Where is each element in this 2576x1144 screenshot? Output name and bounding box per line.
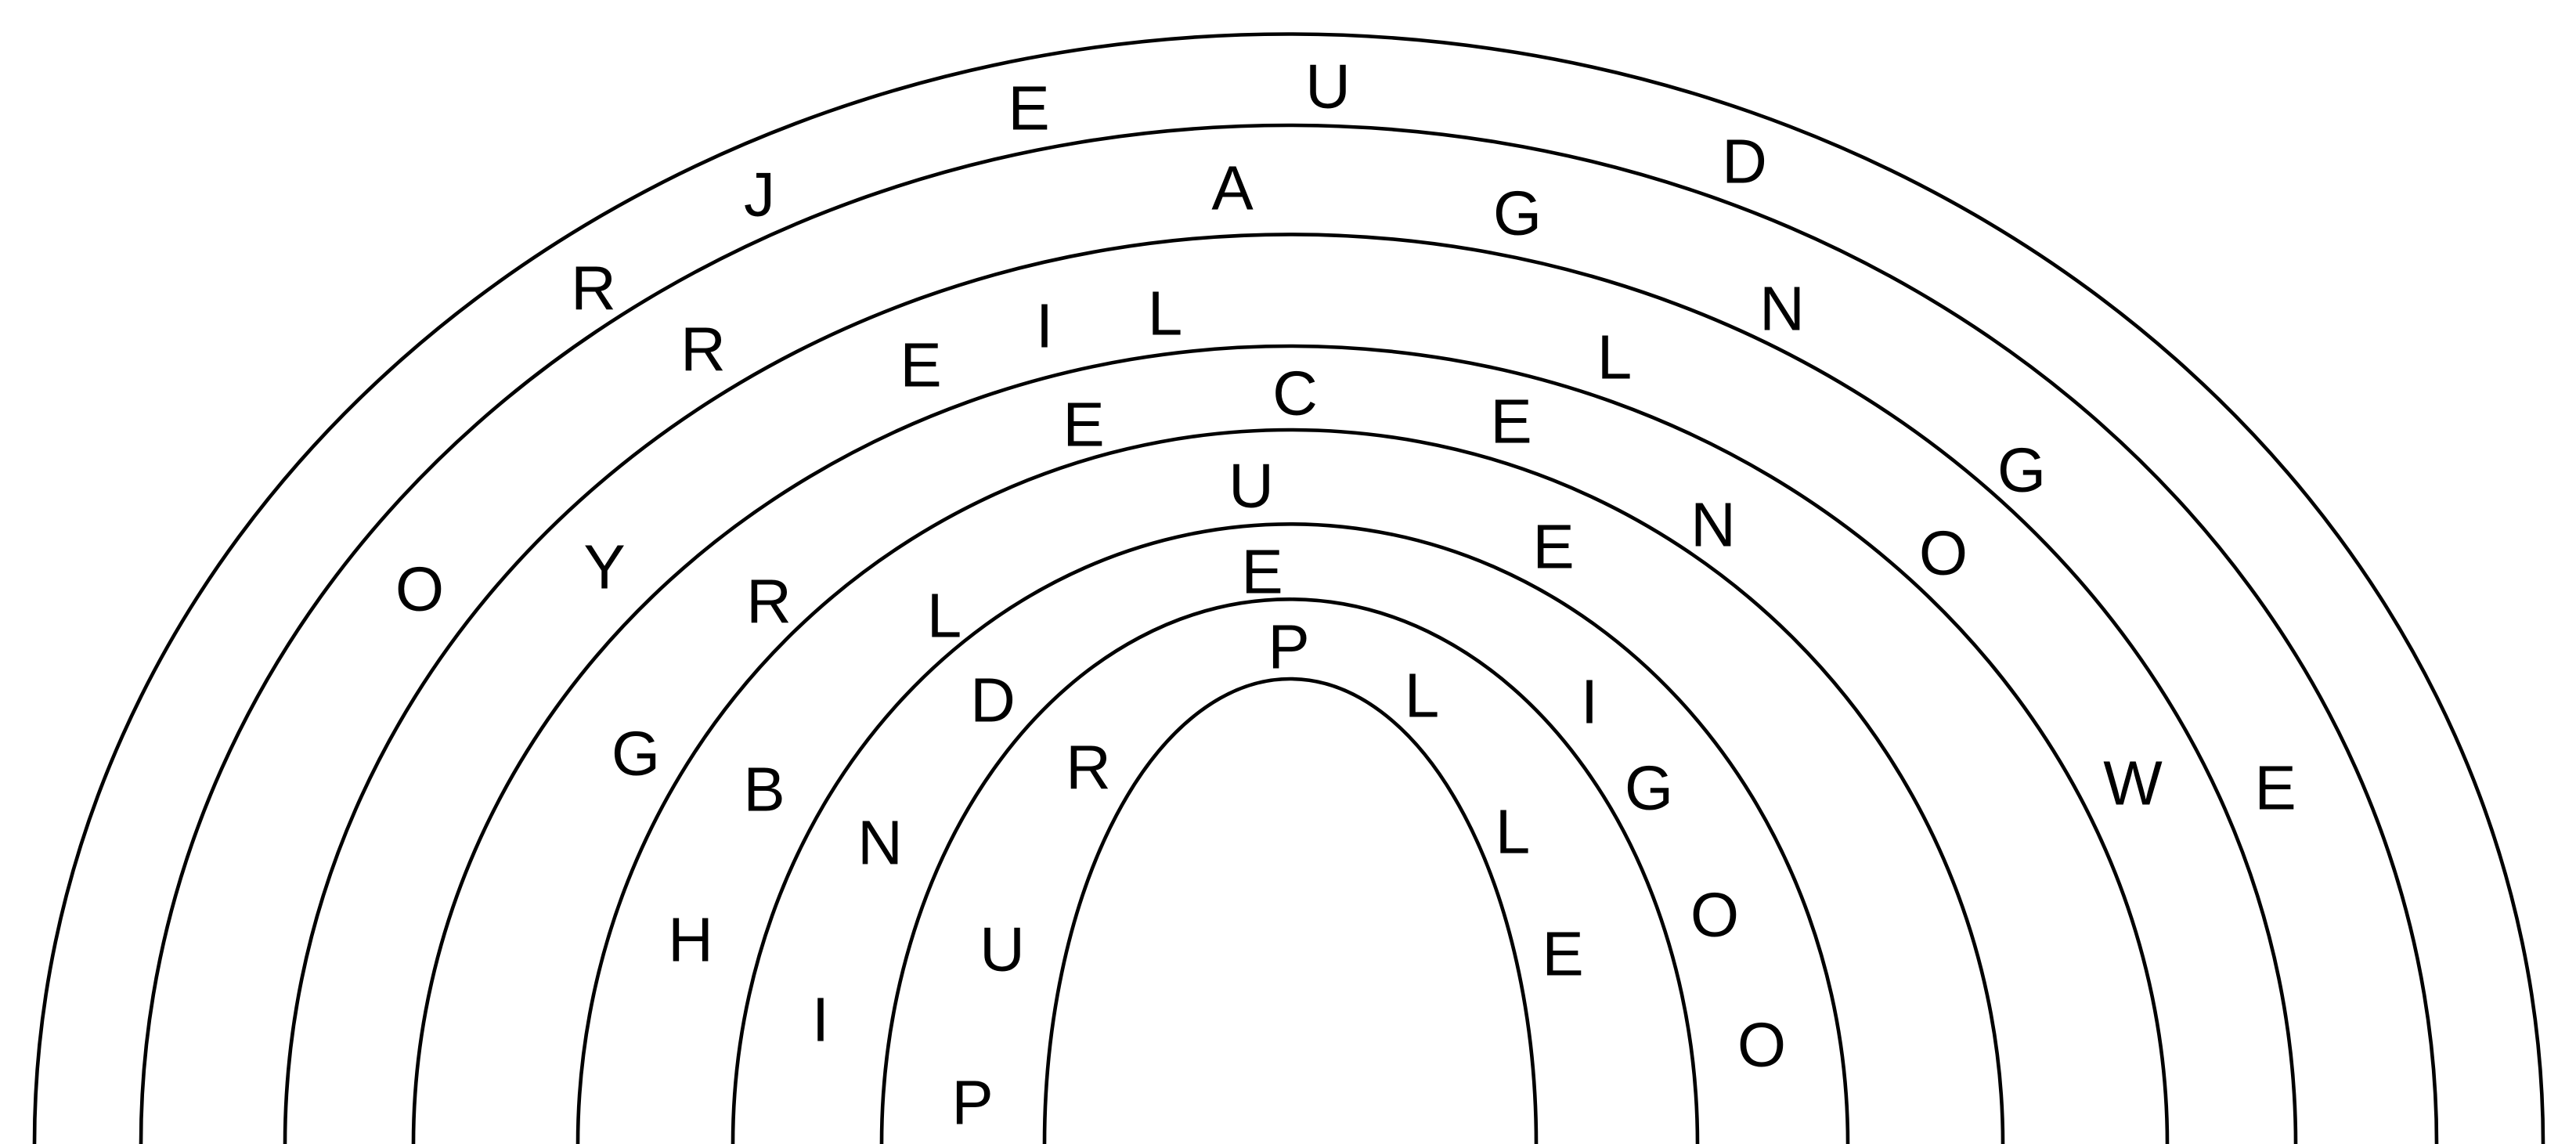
letter: R bbox=[746, 567, 792, 637]
arc-6 bbox=[731, 521, 1850, 1144]
letter: E bbox=[1008, 74, 1049, 143]
ring-2-letters: Y R A G N O W bbox=[583, 153, 2163, 818]
letter: H bbox=[668, 905, 713, 975]
letter: E bbox=[1532, 512, 1574, 582]
letter: O bbox=[395, 554, 444, 624]
letter: C bbox=[1272, 359, 1318, 428]
arc-8 bbox=[1042, 677, 1539, 1144]
letter: B bbox=[743, 755, 785, 825]
letter: L bbox=[1148, 279, 1183, 348]
letter: D bbox=[1722, 127, 1767, 197]
letter: G bbox=[1997, 435, 2046, 505]
letter: N bbox=[1690, 490, 1736, 560]
letter: U bbox=[980, 915, 1025, 984]
letter: W bbox=[2103, 749, 2163, 818]
ring-1-letters: O R J E U D G E bbox=[395, 52, 2296, 823]
ring-4-letters: H B L E C E E bbox=[668, 359, 1575, 975]
letter: G bbox=[1493, 179, 1542, 248]
rainbow-arcs bbox=[32, 31, 2545, 1144]
letter: J bbox=[744, 160, 775, 229]
letter: G bbox=[1625, 753, 1673, 823]
letter: E bbox=[2254, 753, 2296, 823]
arc-3 bbox=[283, 232, 2298, 1144]
letter: R bbox=[680, 315, 726, 384]
arc-5 bbox=[575, 428, 2005, 1144]
letter: E bbox=[900, 330, 941, 400]
letter: D bbox=[970, 666, 1016, 735]
letter: N bbox=[1759, 274, 1805, 344]
ring-3-letters: G R E I L L N bbox=[612, 279, 1736, 789]
ring-5-letters: I N D U I G O O bbox=[812, 451, 1786, 1080]
letter: U bbox=[1305, 52, 1351, 121]
ring-7-letters: P bbox=[1268, 612, 1309, 682]
ring-6-letters: P U R E L L E bbox=[951, 537, 1583, 1138]
letter: R bbox=[1066, 733, 1111, 803]
letter: N bbox=[857, 808, 903, 878]
letter: G bbox=[612, 719, 660, 789]
arc-2 bbox=[139, 123, 2439, 1144]
letter: E bbox=[1063, 390, 1104, 460]
letter: I bbox=[1036, 291, 1053, 361]
letter: O bbox=[1737, 1010, 1786, 1080]
arc-4 bbox=[411, 344, 2170, 1144]
arc-1 bbox=[32, 31, 2545, 1144]
letter: L bbox=[1405, 661, 1440, 731]
letter: E bbox=[1241, 537, 1283, 607]
letter: L bbox=[1495, 797, 1531, 867]
letter: L bbox=[1597, 323, 1633, 392]
letter: U bbox=[1228, 451, 1274, 521]
letter: O bbox=[1919, 518, 1968, 588]
letter: E bbox=[1542, 919, 1583, 989]
letter: I bbox=[1581, 667, 1598, 737]
letter: E bbox=[1490, 387, 1532, 457]
letter: P bbox=[951, 1068, 993, 1138]
letter: Y bbox=[583, 532, 625, 602]
letter: I bbox=[812, 985, 829, 1055]
arc-7 bbox=[879, 597, 1700, 1144]
letter: R bbox=[571, 254, 616, 323]
letter: O bbox=[1690, 880, 1739, 950]
letter: A bbox=[1211, 153, 1254, 223]
letter: P bbox=[1268, 612, 1309, 682]
letter: L bbox=[927, 581, 962, 651]
